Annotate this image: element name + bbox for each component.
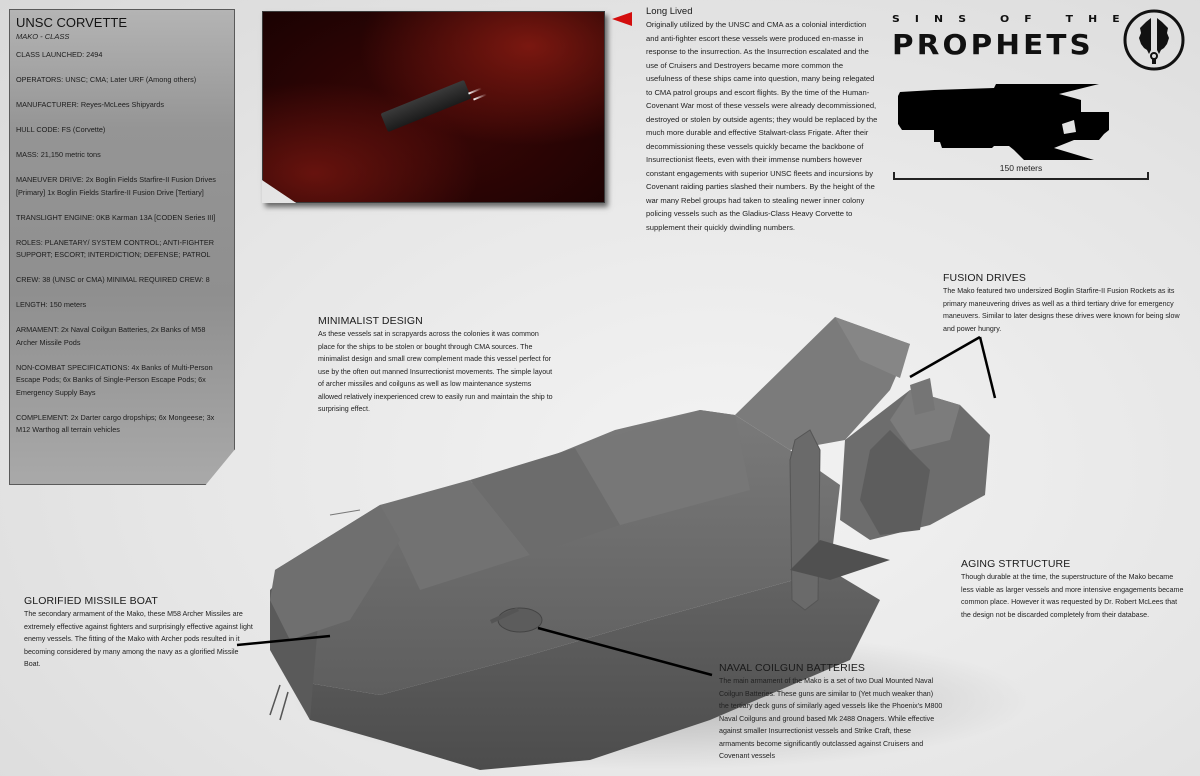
spec-armament: ARMAMENT: 2x Naval Coilgun Batteries, 2x… <box>16 325 206 347</box>
prophets-emblem-icon <box>1123 9 1185 71</box>
scale-label: 150 meters <box>999 163 1043 173</box>
callout-title: MINIMALIST DESIGN <box>318 315 423 327</box>
callout-body: As these vessels sat in scrapyards acros… <box>318 330 553 413</box>
callout-naval-coilgun-batteries: NAVAL COILGUN BATTERIES The main armamen… <box>719 661 944 763</box>
callout-title: GLORIFIED MISSILE BOAT <box>24 595 158 607</box>
spec-hull-code: HULL CODE: FS (Corvette) <box>16 125 106 134</box>
spec-operators: OPERATORS: UNSC; CMA; Later URF (Among o… <box>16 75 197 84</box>
ship-3d-render <box>269 317 1030 770</box>
spec-panel: UNSC CORVETTE MAKO - CLASS CLASS LAUNCHE… <box>9 9 235 485</box>
callout-body: Though durable at the time, the superstr… <box>961 573 1184 619</box>
logo: SINS OF THE PROPHETS <box>892 14 1120 60</box>
callout-fusion-drives: FUSION DRIVES The Mako featured two unde… <box>943 271 1183 335</box>
callout-title: NAVAL COILGUN BATTERIES <box>719 662 866 674</box>
callout-body: The secondary armament of the Mako, thes… <box>24 610 253 668</box>
spec-maneuver-drive: MANEUVER DRIVE: 2x Boglin Fields Starfir… <box>16 175 216 197</box>
callout-body: The Mako featured two undersized Boglin … <box>943 287 1180 333</box>
nebula-background <box>262 11 605 203</box>
scale-bar <box>893 172 1149 180</box>
in-game-screenshot <box>262 11 605 203</box>
lore-title: Long Lived <box>646 6 693 17</box>
spec-roles: ROLES: PLANETARY/ SYSTEM CONTROL; ANTI-F… <box>16 237 214 260</box>
spec-non-combat: NON-COMBAT SPECIFICATIONS: 4x Banks of M… <box>16 362 213 397</box>
spec-length: LENGTH: 150 meters <box>16 300 87 309</box>
ship-in-space <box>380 79 472 133</box>
callout-body: The main armament of the Mako is a set o… <box>719 677 943 760</box>
callout-aging-structure: AGING STRTUCTURE Though durable at the t… <box>961 557 1186 621</box>
spec-title: UNSC CORVETTE <box>16 15 127 30</box>
thruster-glow-icon <box>468 87 482 95</box>
spec-manufacturer: MANUFACTURER: Reyes-McLees Shipyards <box>16 100 165 109</box>
spec-crew: CREW: 38 (UNSC or CMA) MINIMAL REQUIRED … <box>16 275 210 284</box>
ship-silhouette-icon <box>898 84 1109 160</box>
logo-line1: SINS OF THE <box>892 14 1135 25</box>
logo-line2: PROPHETS <box>892 28 1094 61</box>
red-pointer-icon <box>612 12 632 26</box>
callout-glorified-missile-boat: GLORIFIED MISSILE BOAT The secondary arm… <box>24 594 254 671</box>
spec-subtitle: MAKO - CLASS <box>16 32 70 41</box>
spec-class-launched: CLASS LAUNCHED: 2494 <box>16 50 103 59</box>
thruster-glow-icon <box>473 93 487 101</box>
callout-minimalist-design: MINIMALIST DESIGN As these vessels sat i… <box>318 314 553 416</box>
lore-section: Long Lived Originally utilized by the UN… <box>646 5 881 234</box>
callout-title: FUSION DRIVES <box>943 272 1026 284</box>
spec-translight-engine: TRANSLIGHT ENGINE: 0KB Karman 13A [CODEN… <box>16 212 216 222</box>
callout-title: AGING STRTUCTURE <box>961 558 1071 570</box>
lore-body: Originally utilized by the UNSC and CMA … <box>646 20 878 232</box>
spec-mass: MASS: 21,150 metric tons <box>16 150 101 159</box>
spec-complement: COMPLEMENT: 2x Darter cargo dropships; 6… <box>16 412 215 435</box>
